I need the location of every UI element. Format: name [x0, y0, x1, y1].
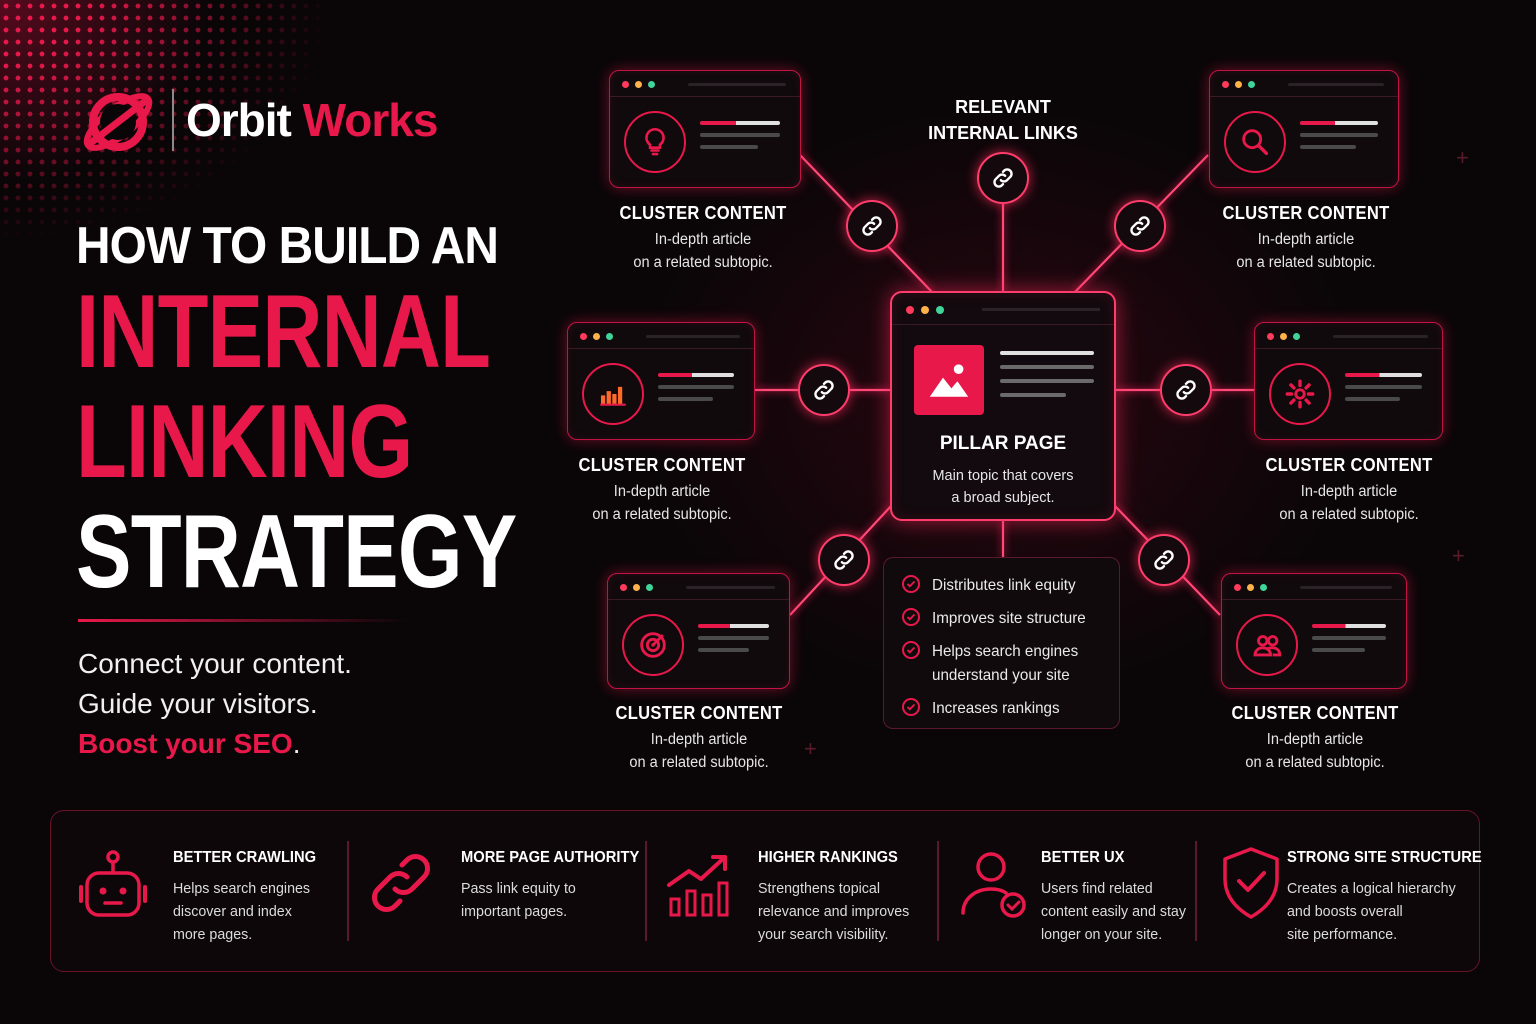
link-badge-right [1160, 364, 1212, 416]
link-badge-top [977, 152, 1029, 204]
benefits-list: Distributes link equity Improves site st… [883, 557, 1120, 729]
sparkle-decoration: + [1456, 145, 1469, 170]
feature-divider [1195, 841, 1197, 941]
tagline-line-2: Guide your visitors. [78, 688, 318, 719]
cluster-window-top-right [1209, 70, 1399, 188]
link-badge-top-right [1114, 200, 1166, 252]
dot-pattern-decoration [0, 0, 330, 240]
cluster-window-right [1254, 322, 1443, 440]
users-icon [1236, 614, 1298, 676]
orbit-logo-icon [83, 93, 153, 151]
target-icon [622, 614, 684, 676]
feature-divider [347, 841, 349, 941]
pillar-title: PILLAR PAGE [939, 433, 1067, 454]
check-circle-icon [902, 698, 920, 716]
check-circle-icon [902, 575, 920, 593]
gear-icon [1269, 363, 1331, 425]
chain-link-icon [814, 380, 834, 400]
cluster-window-bottom-left [607, 573, 790, 689]
benefit-item: Improves site structure [902, 607, 1119, 631]
cluster-window-bottom-right [1221, 573, 1407, 689]
chain-link-icon [372, 854, 430, 912]
link-badge-bottom-right [1138, 534, 1190, 586]
benefit-item: Increases rankings [902, 697, 1119, 721]
chain-link-icon [1176, 380, 1196, 400]
feature-better-ux: BETTER UX Users find related content eas… [955, 811, 1205, 971]
chain-link-icon [993, 168, 1013, 188]
check-circle-icon [902, 641, 920, 659]
brand-name: Orbit Works [186, 94, 438, 146]
features-panel: BETTER CRAWLING Helps search engines dis… [50, 810, 1482, 972]
feature-higher-rankings: HIGHER RANKINGS Strengthens topical rele… [663, 811, 943, 971]
link-badge-left [798, 364, 850, 416]
feature-divider [937, 841, 939, 941]
rising-chart-icon [667, 855, 729, 917]
check-circle-icon [902, 608, 920, 626]
tagline-line-1: Connect your content. [78, 648, 352, 679]
sparkle-decoration: + [1452, 543, 1465, 568]
cluster-window-top-left [609, 70, 801, 188]
feature-more-page-authority: MORE PAGE AUTHORITY Pass link equity to … [361, 811, 641, 971]
headline-line-2: INTERNAL [76, 274, 491, 390]
cluster-window-left [567, 322, 755, 440]
pillar-page-window: PILLAR PAGE Main topic that covers a bro… [890, 291, 1116, 521]
chain-link-icon [862, 216, 882, 236]
headline-line-3: LINKING [76, 384, 413, 500]
brand-header: Orbit Works [78, 82, 438, 158]
relevant-internal-links-label: RELEVANT INTERNAL LINKS [928, 97, 1078, 143]
tagline-line-3: Boost your SEO. [78, 728, 301, 759]
pillar-description: Main topic that covers a broad subject. [932, 468, 1074, 506]
link-badge-bottom-left [818, 534, 870, 586]
feature-strong-site-structure: STRONG SITE STRUCTURE Creates a logical … [1211, 811, 1482, 971]
headline-line-1: HOW TO BUILD AN [76, 217, 499, 275]
feature-better-crawling: BETTER CRAWLING Helps search engines dis… [73, 811, 343, 971]
chain-link-icon [834, 550, 854, 570]
bar-chart-icon [582, 363, 644, 425]
link-badge-top-left [846, 200, 898, 252]
user-check-icon [961, 852, 1026, 918]
headline-line-4: STRATEGY [76, 494, 517, 610]
brand-divider [172, 89, 174, 151]
chain-link-icon [1130, 216, 1150, 236]
sparkle-decoration: + [804, 736, 817, 761]
feature-divider [645, 841, 647, 941]
chain-link-icon [1154, 550, 1174, 570]
robot-icon [79, 850, 147, 917]
search-icon [1224, 111, 1286, 173]
headline-underline [78, 619, 408, 622]
image-icon [914, 345, 984, 415]
benefit-item: Distributes link equity [902, 574, 1119, 598]
lightbulb-icon [624, 111, 686, 173]
shield-check-icon [1223, 847, 1279, 919]
